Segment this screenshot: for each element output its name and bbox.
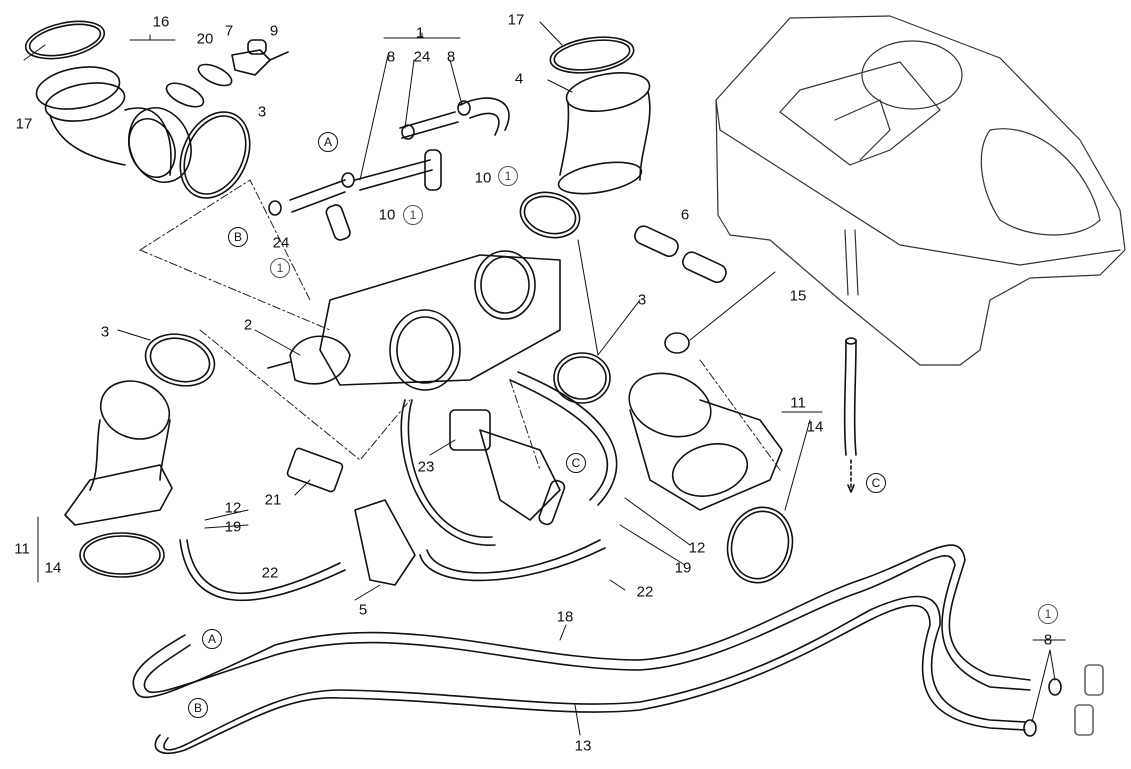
callout-10: 10 [474, 169, 492, 187]
callout-2: 2 [243, 316, 253, 334]
callout-3: 3 [637, 291, 647, 309]
long-hose-13 [154, 595, 1026, 755]
callout-16: 16 [152, 13, 170, 31]
hose-22b [419, 539, 606, 582]
note-1-marker: 1 [403, 205, 423, 225]
airbox [715, 15, 1126, 366]
callout-19: 19 [224, 518, 242, 536]
callout-13: 13 [574, 737, 592, 755]
bracket-5 [354, 499, 416, 586]
callout-22: 22 [636, 583, 654, 601]
connector-a-marker: A [318, 132, 338, 152]
valve-23 [449, 409, 491, 451]
intake-boot-left [35, 66, 192, 183]
callout-10: 10 [378, 206, 396, 224]
connector-c-marker: C [866, 473, 886, 493]
callout-12: 12 [688, 539, 706, 557]
callout-14: 14 [806, 418, 824, 436]
intake-boot-4 [557, 72, 651, 195]
sensor-21 [286, 447, 344, 493]
part-6 [634, 225, 727, 284]
note-1-marker: 1 [270, 258, 290, 278]
note-1-marker: 1 [1038, 604, 1058, 624]
hose-22a [179, 539, 346, 602]
throttle-body [267, 250, 561, 391]
top-hoses [268, 97, 510, 241]
note-1-marker: 1 [498, 166, 518, 186]
callout-7: 7 [224, 22, 234, 40]
callout-15: 15 [789, 287, 807, 305]
callout-12: 12 [224, 499, 242, 517]
callout-1: 1 [415, 24, 425, 42]
connector-c-marker: C [566, 453, 586, 473]
connector-b-marker: B [228, 227, 248, 247]
callout-18: 18 [556, 608, 574, 626]
callout-17: 17 [15, 115, 33, 133]
intake-manifold-left [64, 333, 216, 578]
callout-23: 23 [417, 458, 435, 476]
connector-a-marker: A [202, 629, 222, 649]
callout-3: 3 [100, 323, 110, 341]
callout-19: 19 [674, 559, 692, 577]
callout-20: 20 [196, 30, 214, 48]
grommet-15 [664, 332, 690, 354]
clamp-17a [24, 20, 106, 60]
callout-11: 11 [790, 394, 806, 412]
callout-21: 21 [264, 491, 282, 509]
callout-17: 17 [507, 11, 525, 29]
callout-4: 4 [514, 70, 524, 88]
clamp-17b [549, 36, 635, 74]
callout-8: 8 [1043, 631, 1053, 649]
callout-22: 22 [261, 564, 279, 582]
callout-9: 9 [269, 22, 279, 40]
callout-8: 8 [386, 48, 396, 66]
long-hose-18 [132, 544, 1031, 699]
callout-5: 5 [358, 601, 368, 619]
callout-3: 3 [257, 103, 267, 121]
callout-14: 14 [44, 559, 62, 577]
callout-24: 24 [413, 48, 431, 66]
drain-hose [843, 337, 857, 493]
callout-6: 6 [680, 206, 690, 224]
connector-b-marker: B [188, 698, 208, 718]
callout-24: 24 [272, 234, 290, 252]
callout-11: 11 [14, 540, 30, 558]
callout-8: 8 [446, 48, 456, 66]
intake-manifold-right [553, 352, 794, 584]
clamp-3a [179, 111, 251, 199]
